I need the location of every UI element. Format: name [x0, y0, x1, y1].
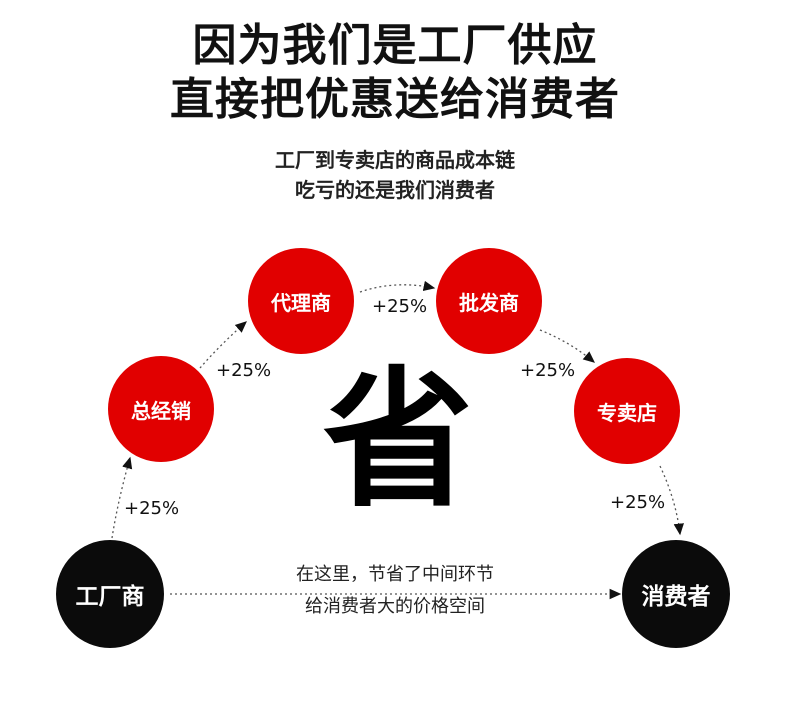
arrow-store-to-consumer: [659, 465, 684, 536]
arrow-agent-to-wholesaler: [359, 280, 436, 293]
savings-note-line-1: 在这里，节省了中间环节: [296, 564, 494, 585]
node-distributor: 总经销: [108, 356, 214, 462]
markup-label-agent-wholesaler: +25%: [372, 296, 428, 317]
node-agent: 代理商: [248, 248, 354, 354]
headline-line-1: 因为我们是工厂供应: [192, 20, 598, 71]
savings-note-line-2: 给消费者大的价格空间: [305, 596, 485, 617]
node-store: 专卖店: [574, 358, 680, 464]
markup-label-store-consumer: +25%: [610, 492, 666, 513]
save-character: 省: [322, 354, 473, 528]
arrow-distributor-to-agent: [199, 321, 247, 369]
arrow-wholesaler-to-store: [539, 329, 595, 363]
subtitle-line-1: 工厂到专卖店的商品成本链: [275, 148, 515, 172]
node-wholesaler: 批发商: [436, 248, 542, 354]
headline-line-2: 直接把优惠送给消费者: [170, 74, 620, 125]
node-factory: 工厂商: [56, 540, 164, 648]
markup-label-factory-distributor: +25%: [124, 498, 180, 519]
subtitle-line-2: 吃亏的还是我们消费者: [295, 178, 495, 202]
node-consumer: 消费者: [622, 540, 730, 648]
markup-label-distributor-agent: +25%: [216, 360, 272, 381]
markup-label-wholesaler-store: +25%: [520, 360, 576, 381]
